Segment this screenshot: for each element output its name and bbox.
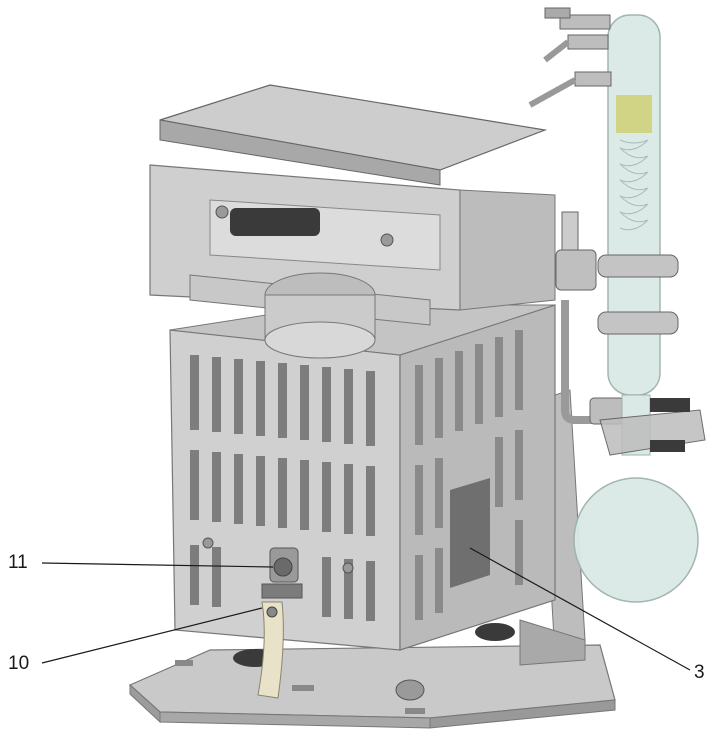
connector bbox=[261, 547, 303, 599]
leader-line-10 bbox=[41, 607, 263, 664]
lid bbox=[159, 84, 548, 186]
cage-body bbox=[169, 304, 556, 651]
condenser bbox=[528, 7, 679, 396]
callout-10: 10 bbox=[8, 653, 30, 674]
valve-assembly bbox=[555, 211, 625, 425]
leader-line-11 bbox=[41, 562, 274, 568]
leader-line-3 bbox=[469, 547, 691, 671]
callout-11: 11 bbox=[8, 552, 28, 573]
callout-3: 3 bbox=[694, 662, 705, 683]
flask bbox=[573, 394, 706, 603]
strap bbox=[257, 601, 284, 699]
motor-housing bbox=[149, 164, 556, 359]
